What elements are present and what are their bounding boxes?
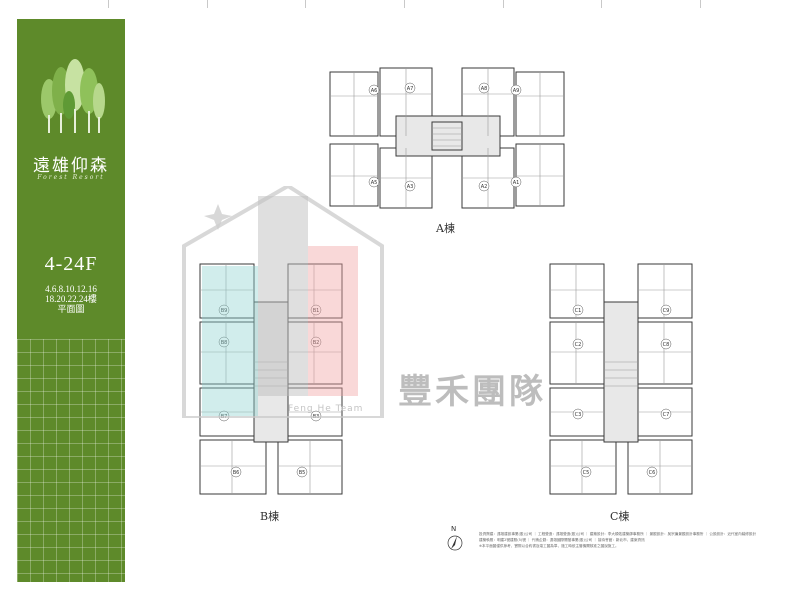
- top-tick: [305, 0, 306, 8]
- unit-label: C1: [575, 308, 582, 314]
- watermark-house-icon: [182, 186, 384, 418]
- floor-list: 4.6.8.10.12.16 18.20.22.24樓 平面圖: [17, 284, 125, 314]
- unit-label: A1: [513, 180, 520, 186]
- notes-line: 建築執照：明建2號建照(5)號 ｜ 代銷企劃：遠雄國際開發事業(股)公司 ｜ 接…: [479, 538, 645, 542]
- unit-label: C3: [575, 412, 582, 418]
- unit-label: C8: [663, 342, 670, 348]
- unit-label: A5: [371, 180, 378, 186]
- north-compass: N: [447, 525, 463, 553]
- watermark-text: 豐禾團隊: [398, 372, 546, 412]
- unit-label: A8: [481, 86, 488, 92]
- brand-subtitle: Forest Resort: [37, 174, 105, 181]
- unit-label: A7: [407, 86, 414, 92]
- unit-label: A3: [407, 184, 414, 190]
- unit-label: C6: [649, 470, 656, 476]
- floor-range: 4-24F: [44, 253, 98, 275]
- building-a-label: A棟: [436, 222, 455, 235]
- unit-label: B6: [233, 470, 240, 476]
- unit-label: A6: [371, 88, 378, 94]
- brand-title: 遠雄仰森: [33, 156, 109, 176]
- unit-label: A2: [481, 184, 488, 190]
- notes-line: 投資興建：遠雄建設事業(股)公司 ｜ 工程營造：遠雄營造(股)公司 ｜ 建築設計…: [479, 532, 757, 536]
- unit-label: A9: [513, 88, 520, 94]
- floor-list-line: 18.20.22.24樓: [45, 294, 97, 304]
- unit-label: B1: [313, 308, 320, 314]
- top-tick: [601, 0, 602, 8]
- building-c-plan: C1 C9 C2 C8 C3 C7 C5 C6: [549, 263, 693, 495]
- north-arrow-icon: [447, 535, 463, 551]
- unit-label: B2: [313, 340, 320, 346]
- top-tick: [404, 0, 405, 8]
- floor-list-line: 4.6.8.10.12.16: [45, 284, 97, 294]
- unit-label: C7: [663, 412, 670, 418]
- building-b-label: B棟: [260, 510, 280, 523]
- unit-label: C2: [575, 342, 582, 348]
- grid-pattern: [17, 339, 125, 582]
- top-tick: [207, 0, 208, 8]
- notes-line: ※本平面圖僅供參考，實際以合約書及竣工圖為準，施工時依主管機關核准之圖說施工。: [479, 544, 619, 548]
- top-tick: [503, 0, 504, 8]
- brand-sidebar: 遠雄仰森 Forest Resort 4-24F 4.6.8.10.12.16 …: [17, 19, 125, 582]
- tree-logo-icon: [41, 59, 105, 133]
- unit-label: B9: [221, 308, 228, 314]
- top-tick: [700, 0, 701, 8]
- watermark-subtext: Feng He Team: [288, 404, 364, 414]
- compass-label: N: [451, 525, 457, 533]
- top-tick: [108, 0, 109, 8]
- unit-label: C9: [663, 308, 670, 314]
- unit-label: B5: [299, 470, 306, 476]
- building-c-label: C棟: [610, 510, 630, 523]
- fine-print-notes: 投資興建：遠雄建設事業(股)公司 ｜ 工程營造：遠雄營造(股)公司 ｜ 建築設計…: [479, 531, 779, 549]
- unit-label: B8: [221, 340, 228, 346]
- building-a-plan: A6 A7 A8 A9 A5 A3 A2 A1: [329, 67, 565, 209]
- unit-label: C5: [583, 470, 590, 476]
- floor-list-line: 平面圖: [57, 304, 85, 314]
